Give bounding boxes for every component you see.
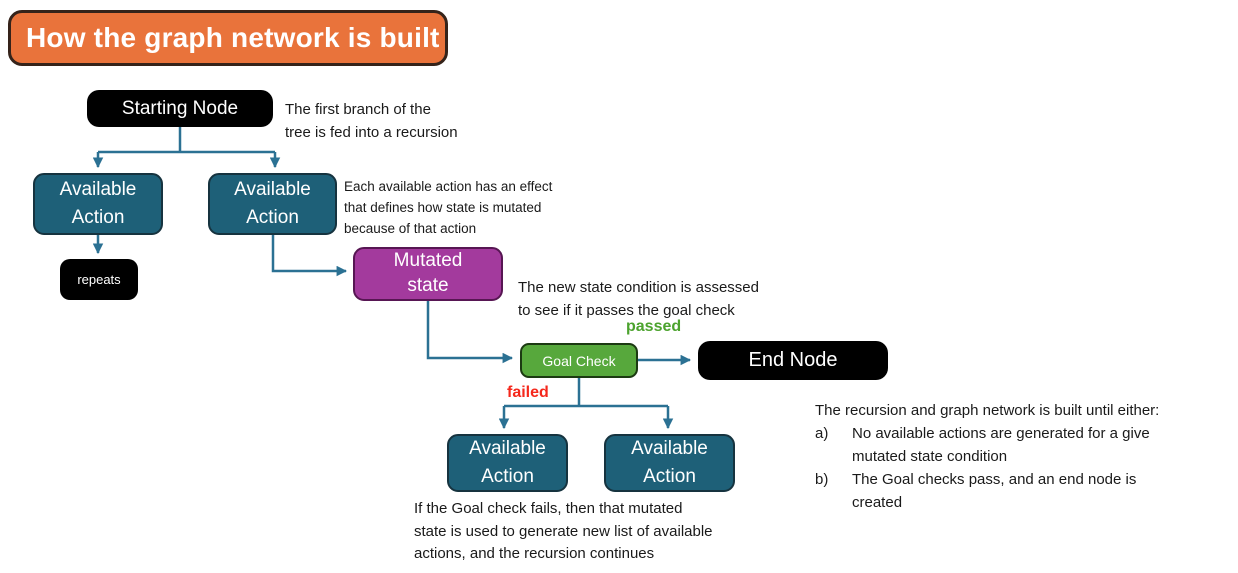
node-available-action-1: Available Action [33,173,163,235]
node-available-action-3: Available Action [447,434,568,492]
diagram-title: How the graph network is built [8,10,448,66]
annotation-each-action: Each available action has an effect that… [344,179,553,236]
list-text-a: No available actions are generated for a… [852,425,1150,465]
annotation-built-until: The recursion and graph network is built… [815,399,1238,514]
node-goal-check: Goal Check [520,343,638,378]
list-text-b: The Goal checks pass, and an end node is… [852,471,1137,511]
node-end: End Node [698,341,888,380]
node-starting: Starting Node [87,90,273,127]
node-available-action-2: Available Action [208,173,337,235]
list-marker-b: b) [815,471,829,488]
built-until-intro: The recursion and graph network is built… [815,402,1160,419]
edge-label-failed: failed [507,384,549,401]
node-mutated-state: Mutated state [353,247,503,301]
edge-available2-to-mutated [271,235,348,277]
annotation-goal-fails: If the Goal check fails, then that mutat… [414,500,713,562]
edge-mutated-to-goal [426,301,514,364]
annotation-new-state: The new state condition is assessed to s… [518,279,759,319]
node-repeats: repeats [60,259,138,300]
annotation-first-branch: The first branch of the tree is fed into… [285,101,458,141]
built-until-item-a: a) No available actions are generated fo… [815,422,1238,468]
list-marker-a: a) [815,425,829,442]
node-available-action-4: Available Action [604,434,735,492]
edge-label-passed: passed [626,318,682,335]
built-until-item-b: b) The Goal checks pass, and an end node… [815,468,1238,514]
